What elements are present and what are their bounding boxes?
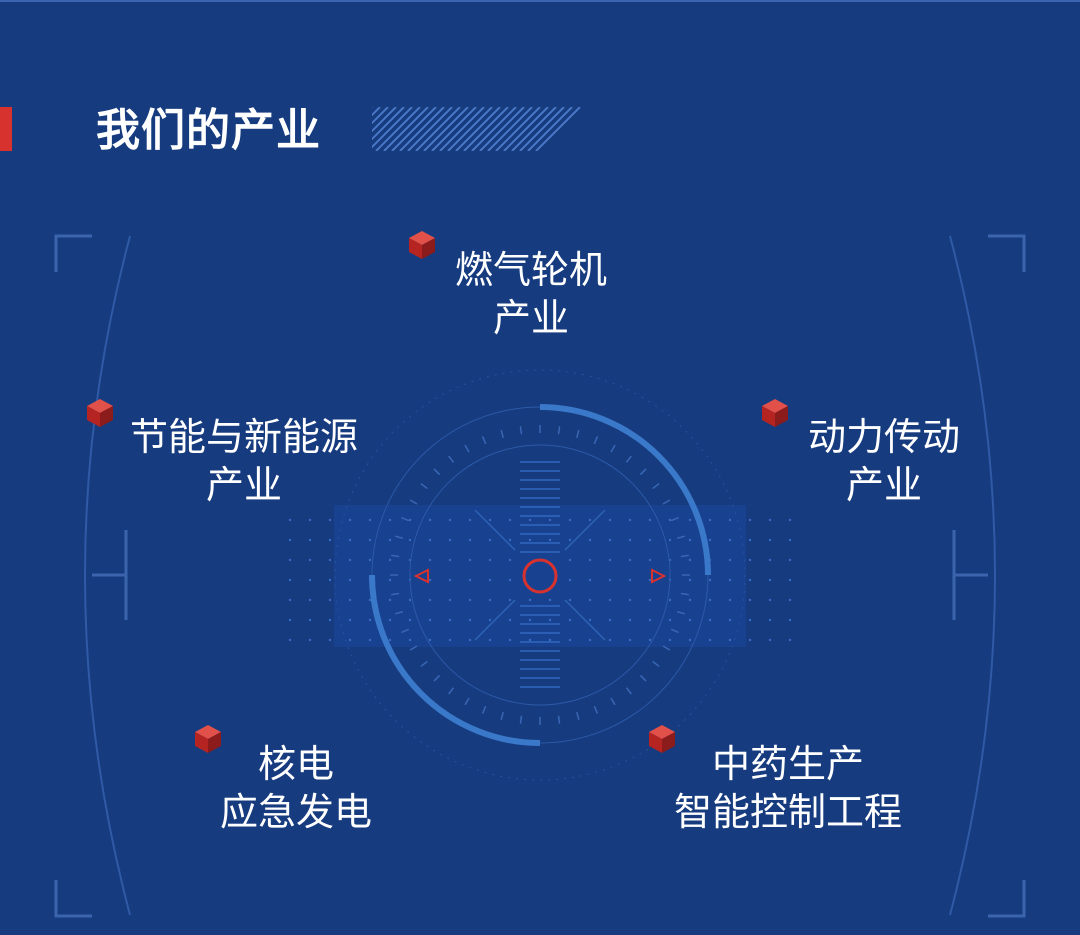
page-title: 我们的产业 bbox=[96, 105, 321, 156]
industry-line-1: 节能与新能源 bbox=[130, 415, 359, 459]
side-arcs bbox=[84, 235, 996, 916]
industry-gas-turbine: 燃气轮机 产业 bbox=[455, 246, 607, 342]
title-accent-bar bbox=[0, 107, 12, 151]
left-arrow-icon bbox=[413, 568, 429, 584]
center-ladder bbox=[520, 461, 560, 688]
industry-line-2: 产业 bbox=[493, 296, 570, 340]
crosshair-icon bbox=[522, 558, 558, 594]
top-border-line bbox=[0, 0, 1080, 2]
side-ticks bbox=[92, 530, 988, 620]
hatch-pattern bbox=[372, 107, 586, 151]
industry-tcm-control: 中药生产 智能控制工程 bbox=[674, 740, 902, 836]
cube-icon bbox=[649, 725, 675, 753]
industry-line-1: 中药生产 bbox=[712, 742, 865, 786]
cube-icon bbox=[195, 725, 221, 753]
industry-energy-saving: 节能与新能源 产业 bbox=[130, 413, 358, 509]
industry-power-transmission: 动力传动 产业 bbox=[808, 413, 960, 509]
industry-line-2: 应急发电 bbox=[220, 790, 373, 834]
industry-nuclear: 核电 应急发电 bbox=[220, 740, 372, 836]
cube-icon bbox=[409, 231, 435, 259]
industry-line-1: 核电 bbox=[258, 742, 335, 786]
tick-ring bbox=[390, 425, 690, 725]
crosshair-diagonals bbox=[474, 509, 606, 641]
hud-rings bbox=[334, 369, 746, 781]
industry-line-2: 智能控制工程 bbox=[674, 790, 903, 834]
cube-icon bbox=[87, 399, 113, 427]
cube-icon bbox=[762, 399, 788, 427]
industry-line-2: 产业 bbox=[846, 463, 923, 507]
right-arrow-icon bbox=[651, 568, 667, 584]
industry-line-1: 动力传动 bbox=[808, 415, 961, 459]
industry-line-2: 产业 bbox=[206, 463, 283, 507]
industry-line-1: 燃气轮机 bbox=[455, 248, 608, 292]
grid-panel bbox=[334, 505, 746, 647]
corner-brackets bbox=[54, 234, 1026, 918]
